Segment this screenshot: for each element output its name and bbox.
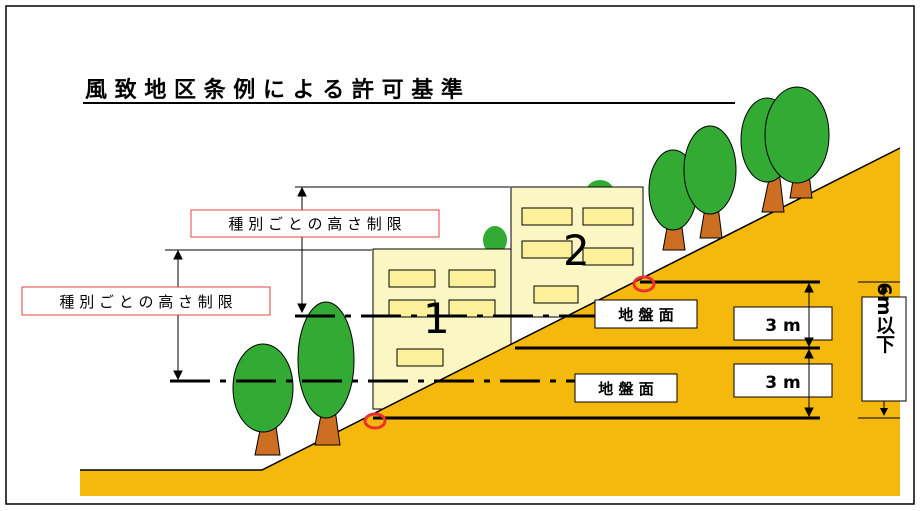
tree-left-2 — [297, 301, 355, 446]
tree-right-4 — [764, 86, 830, 199]
svg-text:地 盤 面: 地 盤 面 — [598, 380, 653, 398]
svg-text:種 別 ご と の 高 さ 制 限: 種 別 ご と の 高 さ 制 限 — [59, 293, 232, 311]
building-2-window — [582, 207, 634, 226]
svg-text:3 m: 3 m — [765, 316, 800, 336]
svg-text:地 盤 面: 地 盤 面 — [618, 306, 673, 324]
building-2: 2 — [510, 186, 644, 318]
height-limit-label-lower: 種 別 ご と の 高 さ 制 限 — [21, 286, 271, 316]
building-2-window — [582, 247, 634, 266]
max-height-label: 6m以下 — [858, 281, 907, 419]
dimension-arrow-lower — [165, 249, 372, 381]
building-1-number: 1 — [423, 294, 450, 343]
slope-ground — [80, 148, 900, 496]
tree-right-2 — [683, 125, 737, 239]
page-title: 風 致 地 区 条 例 に よ る 許 可 基 準 — [85, 77, 463, 103]
building-1-window — [448, 269, 496, 288]
height-limit-label-upper: 種 別 ご と の 高 さ 制 限 — [190, 209, 440, 238]
tree-left-1 — [232, 343, 294, 456]
svg-text:種 別 ご と の 高 さ 制 限: 種 別 ご と の 高 さ 制 限 — [228, 215, 401, 233]
building-1-window — [448, 299, 496, 318]
ground-level-label-upper: 地 盤 面 — [594, 299, 698, 329]
step-arrows — [804, 282, 814, 418]
slope-outline — [80, 147, 901, 471]
building-2-number: 2 — [563, 226, 590, 275]
step-label-lower: 3 m — [733, 363, 833, 398]
ground-marker-lower — [363, 412, 387, 430]
building-1-window — [396, 348, 444, 367]
ground-marker-upper — [632, 275, 656, 293]
step-label-upper: 3 m — [733, 306, 833, 341]
ground-level-label-lower: 地 盤 面 — [574, 373, 678, 403]
building-1-window — [388, 269, 436, 288]
building-2-window — [521, 207, 573, 226]
svg-text:6m以下: 6m以下 — [873, 282, 895, 354]
svg-text:3 m: 3 m — [765, 373, 800, 393]
building-2-window — [533, 285, 579, 304]
building-2-window — [521, 240, 573, 259]
